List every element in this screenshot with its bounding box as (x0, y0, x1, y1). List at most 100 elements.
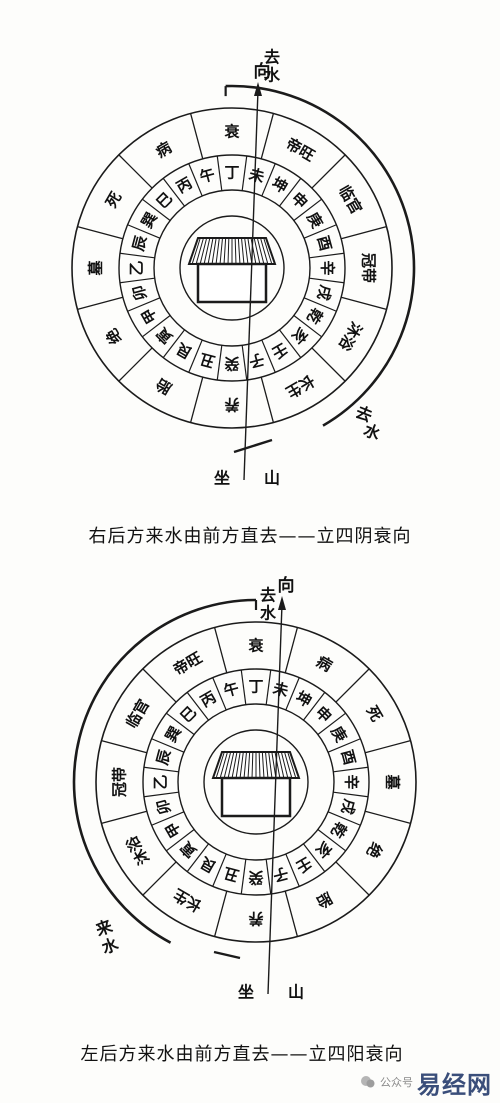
outer-ring-label: 沐浴 (122, 832, 153, 868)
outer-ring-text: 死 (102, 189, 125, 211)
diagram-1: 衰帝旺临官冠带沐浴长生养胎绝墓死病丁未坤申庚酉辛戌乾亥壬子癸丑艮寅甲卯乙辰巽巳丙… (71, 48, 416, 488)
inner-ring-text: 乾 (303, 305, 326, 327)
arrow-up-icon (278, 596, 286, 610)
water-label-side: 来 (92, 916, 115, 940)
outer-ring-label: 绝 (363, 839, 386, 861)
inner-ring-text: 丙 (197, 688, 219, 711)
inner-ring-text: 乙 (128, 260, 146, 275)
outer-ring-label: 养 (224, 396, 241, 414)
caption-1: 右后方来水由前方直去——立四阴衰向 (88, 526, 412, 547)
inner-ring-text: 壬 (293, 853, 315, 876)
water-label-side: 水 (99, 934, 121, 958)
water-flow (224, 84, 416, 454)
inner-ring-text: 坤 (269, 174, 291, 197)
inner-ring-text: 亥 (288, 324, 311, 347)
outer-ring-text: 绝 (363, 839, 386, 861)
ring-circles (71, 107, 393, 429)
outer-ring-label: 衰 (223, 123, 240, 141)
inner-ring-text: 巳 (153, 189, 176, 212)
inner-ring-text: 亥 (312, 838, 335, 861)
facing-label: 向 (254, 61, 271, 82)
mountain-label: 山 (288, 983, 304, 1002)
inner-ring-text: 寅 (177, 838, 200, 861)
inner-ring-text: 辛 (319, 260, 337, 275)
inner-ring-text: 癸 (248, 869, 265, 887)
inner-ring-text: 丙 (173, 174, 195, 197)
inner-ring-text: 丑 (222, 864, 241, 885)
outer-ring-text: 死 (363, 703, 386, 725)
outer-ring-text: 衰 (247, 637, 264, 655)
inner-ring-text: 坤 (293, 688, 315, 711)
inner-ring-text: 申 (288, 189, 311, 212)
inner-ring-text: 卯 (153, 797, 174, 816)
outer-ring-text: 病 (313, 652, 335, 675)
outer-ring-text: 沐浴 (334, 319, 365, 355)
mountain-label: 山 (264, 469, 280, 488)
outer-ring-text: 病 (153, 138, 175, 161)
outer-ring-label: 沐浴 (334, 319, 365, 355)
inner-ring-text: 酉 (338, 748, 359, 767)
watermark: 公众号 易经网 (360, 1067, 492, 1099)
water-flow (72, 598, 258, 960)
outer-ring-label: 病 (313, 652, 335, 675)
ring-circles (95, 621, 417, 943)
inner-ring: 丁未坤申庚酉辛戌乾亥壬子癸丑艮寅甲卯乙辰巽巳丙午 (119, 155, 345, 381)
inner-ring-text: 巽 (138, 209, 161, 231)
outflow-label-top: 去 (264, 48, 280, 67)
outer-ring-label: 临官 (335, 182, 366, 217)
water-label-side: 去 (353, 402, 375, 426)
caption-2: 左后方来水由前方直去——立四阳衰向 (80, 1044, 404, 1065)
outer-ring-text: 衰 (223, 123, 240, 141)
outer-ring-text: 绝 (102, 325, 125, 347)
inner-ring-text: 子 (271, 864, 290, 885)
outer-ring-label: 死 (363, 703, 386, 725)
watermark-small-text: 公众号 (380, 1076, 413, 1089)
wechat-icon (361, 1076, 375, 1088)
outer-ring-label: 死 (102, 189, 125, 211)
outer-ring-label: 胎 (313, 889, 335, 912)
inner-ring-text: 壬 (269, 339, 291, 362)
outer-ring-text: 长生 (283, 371, 318, 402)
watermark-site-name: 易经网 (417, 1070, 492, 1099)
inner-ring-text: 丁 (248, 678, 263, 696)
outer-ring-text: 沐浴 (122, 832, 153, 868)
inner-ring-text: 午 (198, 165, 217, 186)
inner-ring-text: 子 (247, 350, 266, 371)
outer-ring-text: 帝旺 (170, 648, 205, 679)
inner-ring-text: 癸 (224, 355, 241, 373)
outer-ring-text: 长生 (170, 885, 205, 916)
sitting-label: 坐 (238, 983, 254, 1002)
house-icon (211, 751, 301, 818)
inner-ring-text: 午 (222, 679, 241, 700)
inner-ring-text: 辰 (153, 747, 175, 767)
outer-ring-text: 胎 (153, 375, 175, 398)
inner-ring-text: 戌 (338, 797, 359, 816)
outer-ring-label: 墓 (384, 773, 402, 790)
outer-ring-text: 临官 (122, 696, 153, 731)
outer-ring-label: 养 (248, 910, 265, 928)
outer-ring-text: 临官 (335, 182, 366, 217)
outer-ring-label: 冠带 (360, 253, 378, 283)
diagram-2: 衰病死墓绝胎养长生沐浴冠带临官帝旺丁未坤申庚酉辛戌乾亥壬子癸丑艮寅甲卯乙辰巽巳丙… (72, 575, 417, 1002)
inner-ring-text: 酉 (314, 234, 335, 253)
inner-ring-text: 申 (312, 703, 335, 726)
inner-ring-text: 艮 (172, 339, 195, 363)
outer-ring-label: 胎 (153, 375, 175, 398)
outer-ring-text: 胎 (313, 889, 335, 912)
inner-ring-text: 艮 (196, 853, 219, 877)
inner-ring-text: 庚 (327, 723, 350, 745)
inner-ring-text: 乾 (327, 819, 350, 841)
outer-ring-text: 墓 (87, 260, 105, 277)
inner-ring-text: 辛 (343, 774, 361, 789)
outer-ring-label: 冠带 (111, 767, 129, 797)
outer-ring-label: 衰 (247, 637, 264, 655)
inner-ring-text: 甲 (162, 819, 185, 841)
inner-ring-text: 辰 (129, 233, 151, 253)
facing-axis (267, 596, 286, 995)
outer-ring-text: 墓 (384, 773, 402, 790)
facing-label: 向 (278, 575, 295, 596)
outflow-label-top: 水 (264, 66, 281, 85)
inner-ring-text: 巽 (162, 723, 185, 745)
inner-ring-text: 丑 (198, 350, 217, 371)
